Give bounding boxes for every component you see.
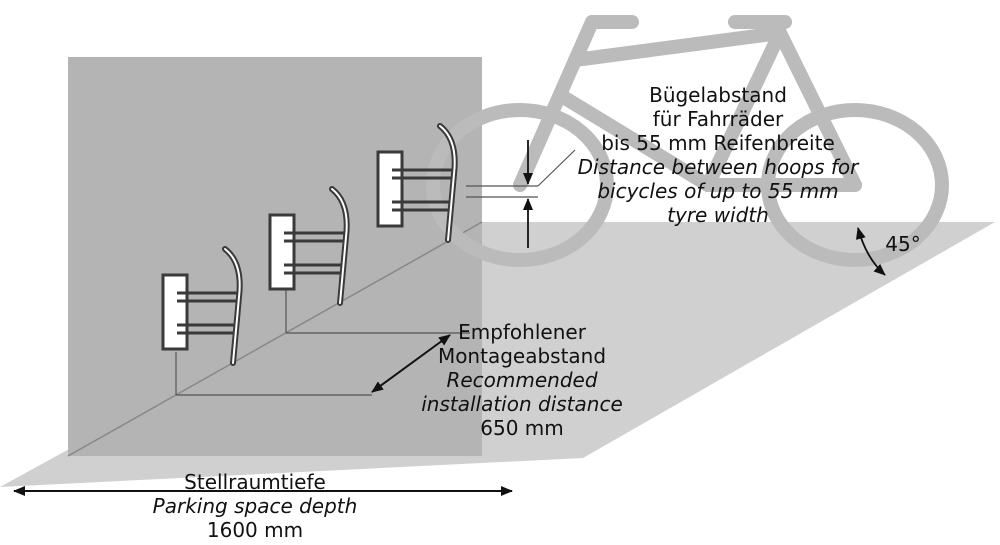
depth-en: Parking space depth [152, 494, 358, 518]
installation-en-line-2: installation distance [421, 392, 623, 416]
depth-de: Stellraumtiefe [184, 470, 326, 494]
parking-depth-label: Stellraumtiefe Parking space depth 1600 … [120, 470, 390, 542]
installation-de-line-1: Empfohlener [458, 320, 586, 344]
wall-mounted-bike-hoop-icon [268, 186, 350, 306]
depth-value: 1600 mm [206, 518, 304, 542]
installation-distance-dimension [175, 285, 470, 396]
installation-de-line-2: Montageabstand [437, 344, 607, 368]
wall-mounted-bike-hoop-icon [376, 123, 458, 243]
hoop-distance-de-line-3: bis 55 mm Reifenbreite [601, 131, 835, 155]
wall-mounted-bike-hoop-icon [161, 246, 243, 366]
hoop-distance-de-line-2: für Fahrräder [652, 107, 784, 131]
installation-en-line-1: Recommended [446, 368, 598, 392]
angle-arc [856, 227, 886, 276]
bicycle-icon [426, 15, 949, 267]
hoop-distance-en-line-3: tyre width [667, 203, 769, 227]
hoop-distance-de-line-1: Bügelabstand [649, 83, 787, 107]
rack-group [161, 123, 458, 366]
wall-floor-edge [67, 221, 483, 457]
hoop-distance-label: Bügelabstand für Fahrräder bis 55 mm Rei… [560, 83, 876, 227]
installation-distance-label: Empfohlener Montageabstand Recommended i… [392, 320, 652, 440]
hoop-distance-dimension [466, 140, 576, 248]
installation-value: 650 mm [480, 416, 564, 440]
angle-label: 45° [878, 232, 928, 256]
hoop-distance-en-line-1: Distance between hoops for [577, 155, 859, 179]
angle-value: 45° [885, 232, 921, 256]
hoop-distance-en-line-2: bicycles of up to 55 mm [597, 179, 839, 203]
